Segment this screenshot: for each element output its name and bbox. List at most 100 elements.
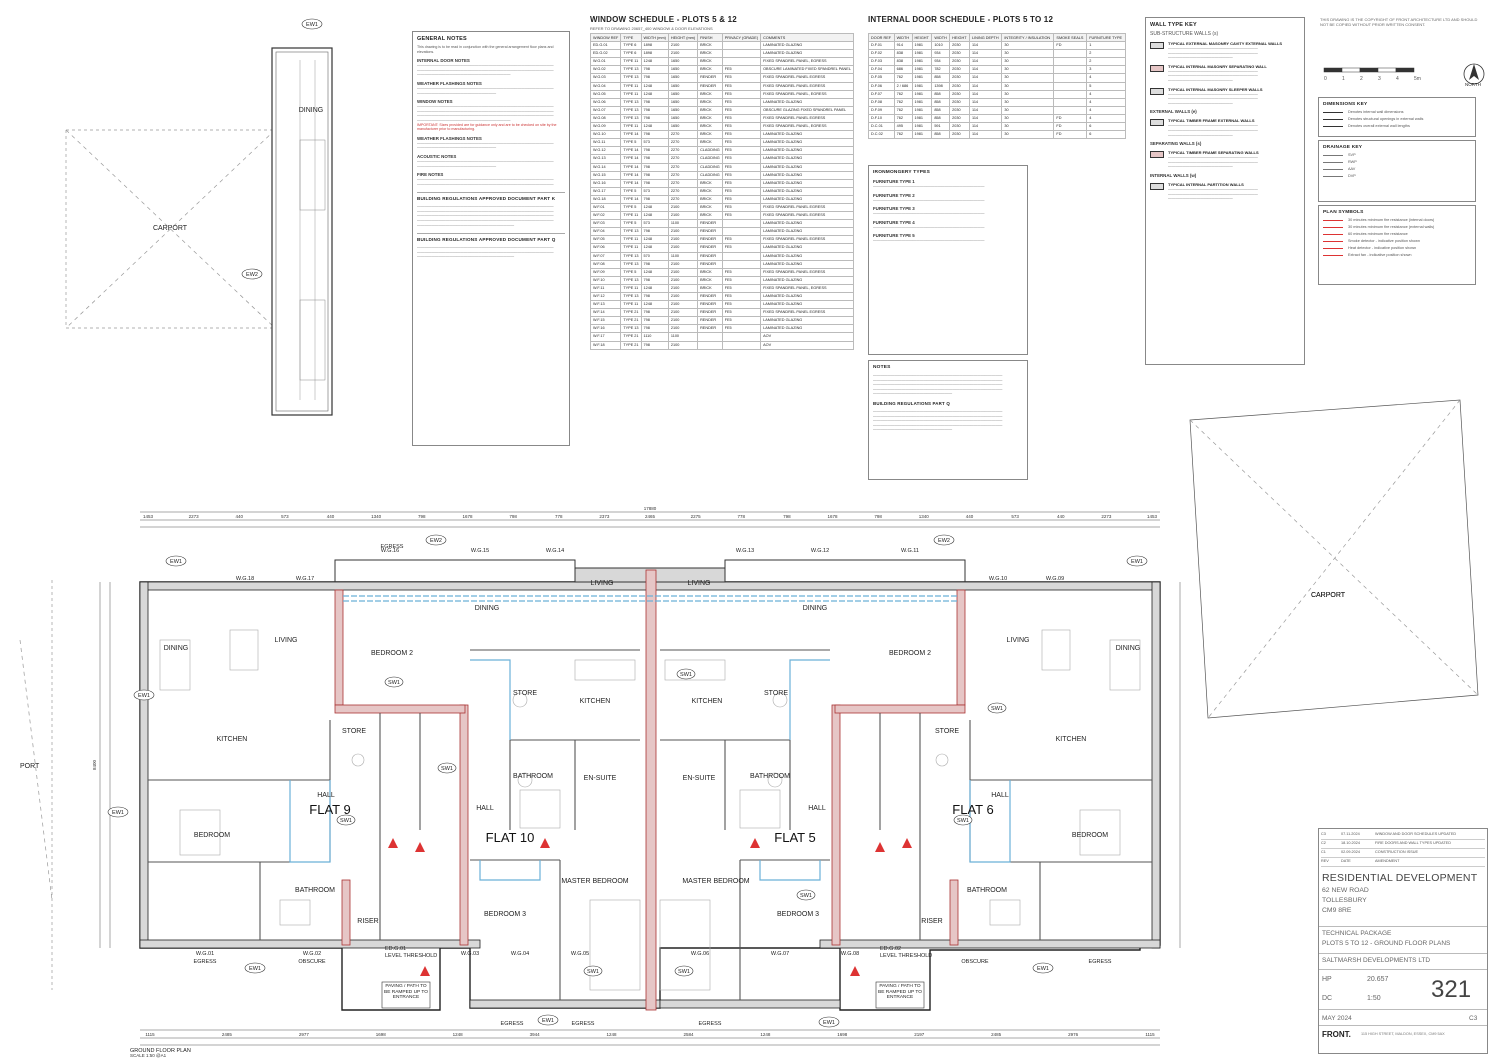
wall-key-label: TYPICAL TIMBER FRAME EXTERNAL WALLS [1168,118,1255,124]
dimension-label: 2976 [1068,1032,1079,1037]
divider [1319,1009,1487,1010]
dimension-key-text: Denotes internal wall dimensions [1348,110,1404,114]
notes-filler: ————————————————————————————————————————… [417,85,554,95]
wall-key-text: TYPICAL EXTERNAL MASONRY CAVITY EXTERNAL… [1168,41,1282,60]
wall-key-filler: —————————————————— [1168,77,1233,82]
dimension-label: 2273 [1101,514,1112,519]
window-schedule-cell: FIXED SPANDREL PANEL EGRESS [760,113,854,124]
carport-right [1189,399,1479,719]
dimension-label: 1453 [143,514,154,519]
wall-tag-label: EW1 [138,693,150,699]
threshold-ref-right: ED.G.02 [880,946,901,952]
window-schedule-cell: FIXED SPANDREL PANEL EGRESS [760,267,854,277]
carport-label-cut: PORT [20,763,40,770]
plan-label: GROUND FLOOR PLAN [130,1048,191,1054]
room-label: BEDROOM 2 [889,650,931,657]
revision-code-cell: REV [1321,859,1329,863]
dimension-label: 2465 [645,514,656,519]
room-label: BEDROOM 3 [484,911,526,918]
plan-symbol-item: Smoke detector - indicative position sho… [1323,239,1471,243]
flat-label-6: FLAT 6 [952,802,993,817]
revision-date-cell: DATE [1341,859,1351,863]
part-q2-title: BUILDING REGULATIONS PART Q [873,400,950,406]
notes-heading: WEATHER FLASHINGS NOTES [417,135,482,141]
egress-label: EGRESS [699,1021,722,1027]
window-tag: W.G.04 [511,951,529,957]
sw-tag-shape [987,702,1007,714]
revision-text-cell: FIRE DOORS AND WALL TYPES UPDATED [1375,841,1451,845]
egress-label: OBSCURE [298,959,326,965]
dimension-label: 1248 [760,1032,771,1037]
overall-depth-dim: 8400 [92,759,97,770]
notes-heading: FIRE NOTES [417,172,444,178]
drainage-key-item: RWP [1323,160,1471,164]
room-label: LIVING [591,580,614,587]
paving-note-left [381,981,431,1009]
flat-label-9: FLAT 9 [309,802,350,817]
room-label: EN-SUITE [683,775,716,782]
drainage-key-marker [1323,168,1343,170]
notes-panel: NOTES ——————————————————————————————————… [868,360,1028,480]
threshold-label-right: LEVEL THRESHOLD [880,953,932,959]
dimension-key-item: Denotes structural openings in external … [1323,117,1471,121]
dimension-label: 1340 [371,514,382,519]
window-tag: W.G.12 [811,548,829,554]
notes-filler: ————————————————————————————————————————… [873,373,1003,396]
door-schedule-cell: 762 [893,130,913,140]
room-label: STORE [935,728,959,735]
flat-label-10: FLAT 10 [486,830,535,845]
wall-type-key-panel: WALL TYPE KEY SUB-STRUCTURE WALLS (s) TY… [1145,17,1305,365]
ironmongery-type: FURNITURE TYPE 4 [873,219,915,225]
window-schedule-cell: W.G.16 [589,178,622,188]
window-schedule-cell: FIXED SPANDREL PANEL EGRESS [760,202,854,213]
notes-heading: WINDOW NOTES [417,99,453,105]
window-tag: W.G.16 [381,548,399,554]
drawing-number: 321 [1431,976,1472,1003]
window-tag: W.G.11 [901,548,919,554]
window-schedule-cell: ED.G.02 [589,49,622,59]
ironmongery-filler: ——————————————————————————————— [873,211,985,216]
wall-key-filler: ————————————————————————— [1168,191,1258,196]
wall-group: EXTERNAL WALLS (e) [1150,109,1197,115]
plan-symbol-text: Heat detector - indicative position show… [1348,246,1417,250]
wall-key-filler: ————————————————————————— [1168,186,1258,191]
drawing-title: PLOTS 5 TO 12 - GROUND FLOOR PLANS [1322,940,1451,947]
window-tag: W.G.18 [236,576,254,582]
wall-swatch [1150,42,1164,49]
plan-symbol-marker [1323,247,1343,249]
window-schedule-cell: 2100 [667,340,699,350]
drainage-key-title: DRAINAGE KEY [1323,145,1363,150]
plan-symbol-item: 30 minutes minimum fire resistance (inte… [1323,218,1471,222]
plan-symbol-item: Extract fan - indicative position shown [1323,253,1471,257]
room-label: HALL [991,792,1009,799]
drainage-key-item: DVP [1323,174,1471,178]
notes-filler: ————————————————————————————————————————… [417,140,554,150]
wall-key-filler: —————————————————— [1168,196,1233,201]
dimension-label: 1453 [1147,514,1158,519]
wall-swatch [1150,87,1164,95]
drainage-key-marker [1323,154,1343,156]
drainage-key-marker [1323,175,1343,177]
room-label: LIVING [688,580,711,587]
room-label: BATHROOM [750,773,790,780]
wall-key-filler: —————————————————— [1168,164,1233,169]
divider [1319,969,1487,970]
sw-tag-shape [336,814,356,826]
notes-heading: WEATHER FLASHINGS NOTES [417,80,482,86]
wall-key-item: TYPICAL INTERNAL PARTITION WALLS————————… [1150,182,1300,201]
window-tag: W.G.09 [1046,576,1064,582]
wall-key-list: TYPICAL EXTERNAL MASONRY CAVITY EXTERNAL… [1150,41,1300,201]
